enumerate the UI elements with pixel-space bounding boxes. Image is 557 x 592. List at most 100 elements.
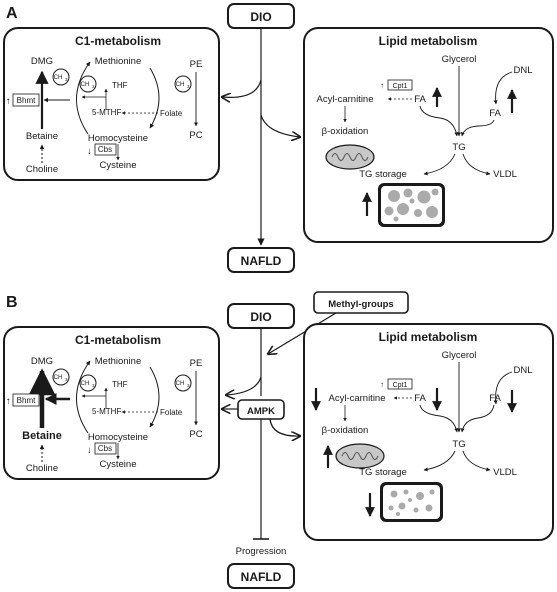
folate-label: Folate [160, 109, 183, 118]
methyl-groups-arrow [268, 312, 337, 354]
tg-to-storage-arrow [423, 450, 456, 472]
dio-label: DIO [250, 10, 271, 24]
lipid-title: Lipid metabolism [379, 330, 478, 344]
fa-right-label: FA [489, 393, 501, 404]
tg-to-vldl-arrow [462, 153, 491, 176]
dio-label: DIO [250, 310, 271, 324]
ch3-circle [52, 368, 70, 386]
ch3-label: CH [54, 75, 63, 81]
ch3-circle [79, 374, 97, 392]
cycle-left-arc [76, 360, 91, 434]
tg-label: TG [452, 439, 465, 450]
panel-letter: B [6, 294, 18, 311]
nafld-box [227, 247, 295, 273]
panel-a: A DIO NAFLD C1-metabolism DMG CH 3 ↑ Bhm… [3, 3, 554, 273]
ampk-label: AMPK [247, 406, 275, 417]
fa-left-label: FA [414, 393, 426, 404]
methionine-label: Methionine [95, 356, 141, 367]
glycerol-label: Glycerol [442, 350, 477, 361]
panel-b: B DIO Methyl-groups AMPK Progression NAF… [3, 291, 554, 589]
c1-metabolism-box: C1-metabolism DMG CH 3 ↑ Bhmt Betaine Ch… [3, 326, 220, 480]
bhmt-box [12, 393, 40, 407]
ch3-label: CH [176, 381, 185, 387]
lipid-metabolism-box: Lipid metabolism Glycerol DNL ↑ Cpt1 Acy… [303, 27, 554, 243]
acyl-carnitine-label: Acyl-carnitine [316, 94, 373, 105]
ch3-circle [174, 374, 192, 392]
ch3-label: CH [81, 381, 90, 387]
ch3-subscript: 3 [65, 377, 68, 382]
cysteine-label: Cysteine [100, 459, 137, 470]
betaine-label: Betaine [26, 131, 58, 142]
bhmt-up-arrow: ↑ [6, 96, 11, 107]
fa-left-to-tg-arrow [419, 404, 459, 433]
tg-to-vldl-arrow [462, 450, 491, 472]
beta-oxidation-label: β-oxidation [322, 126, 369, 137]
pc-label: PC [189, 130, 202, 141]
ch3-subscript: 3 [187, 84, 190, 89]
c1-title: C1-metabolism [75, 333, 161, 347]
cpt1-box [387, 79, 413, 91]
lipid-droplets-icon [380, 482, 443, 522]
dmg-label: DMG [31, 56, 53, 67]
nafld-label: NAFLD [241, 254, 282, 268]
lipid-title: Lipid metabolism [379, 34, 478, 48]
bhmt-label: Bhmt [17, 396, 36, 405]
methyl-groups-label: Methyl-groups [328, 299, 393, 310]
ch3-subscript: 3 [187, 383, 190, 388]
pc-label: PC [189, 429, 202, 440]
tg-label: TG [452, 142, 465, 153]
cbs-down-arrow: ↓ [87, 445, 92, 456]
dnl-to-fa-arrow [493, 71, 513, 105]
ch3-subscript: 3 [92, 84, 95, 89]
dnl-to-fa-arrow [493, 371, 513, 405]
homocysteine-label: Homocysteine [88, 133, 148, 144]
vldl-label: VLDL [493, 467, 517, 478]
betaine-label: Betaine [22, 430, 62, 442]
dio-to-c1-arrow [222, 79, 262, 97]
methyl-groups-box [313, 291, 409, 314]
ch3-circle [79, 75, 97, 93]
cycle-right-arc [149, 67, 160, 129]
ch3-label: CH [81, 82, 90, 88]
pe-label: PE [190, 59, 203, 70]
mitochondrion-icon [335, 443, 385, 469]
cbs-box [94, 143, 117, 156]
bhmt-box [12, 93, 40, 107]
ch3-circle [52, 68, 70, 86]
cycle-right-arc [149, 366, 160, 428]
folate-label: Folate [160, 408, 183, 417]
dio-to-c1-arrow [226, 376, 262, 395]
lipid-droplets-icon [378, 183, 445, 227]
cpt1-up-arrow: ↑ [380, 380, 384, 389]
thf-label: THF [112, 81, 128, 90]
mitochondrion-icon [325, 144, 375, 170]
ch3-subscript: 3 [65, 77, 68, 82]
homocysteine-label: Homocysteine [88, 432, 148, 443]
tg-storage-label: TG storage [359, 169, 407, 180]
cpt1-up-arrow: ↑ [380, 81, 384, 90]
ch3-label: CH [176, 82, 185, 88]
choline-label: Choline [26, 463, 58, 474]
dnl-label: DNL [513, 365, 532, 376]
glycerol-label: Glycerol [442, 54, 477, 65]
dnl-label: DNL [513, 65, 532, 76]
progression-label: Progression [236, 546, 287, 557]
acyl-carnitine-label: Acyl-carnitine [328, 393, 385, 404]
ch3-subscript: 3 [92, 383, 95, 388]
bhmt-label: Bhmt [17, 96, 36, 105]
cbs-label: Cbs [98, 145, 112, 154]
cpt1-box [387, 378, 413, 390]
cbs-down-arrow: ↓ [87, 146, 92, 157]
ch3-label: CH [54, 375, 63, 381]
pe-label: PE [190, 358, 203, 369]
dmg-label: DMG [31, 356, 53, 367]
cbs-label: Cbs [98, 444, 112, 453]
tg-storage-label: TG storage [359, 467, 407, 478]
beta-oxidation-label: β-oxidation [322, 425, 369, 436]
cpt1-label: Cpt1 [393, 83, 408, 90]
vldl-label: VLDL [493, 169, 517, 180]
c1-title: C1-metabolism [75, 34, 161, 48]
ch3-circle [174, 75, 192, 93]
mthf-label: 5-MTHF [92, 407, 121, 416]
